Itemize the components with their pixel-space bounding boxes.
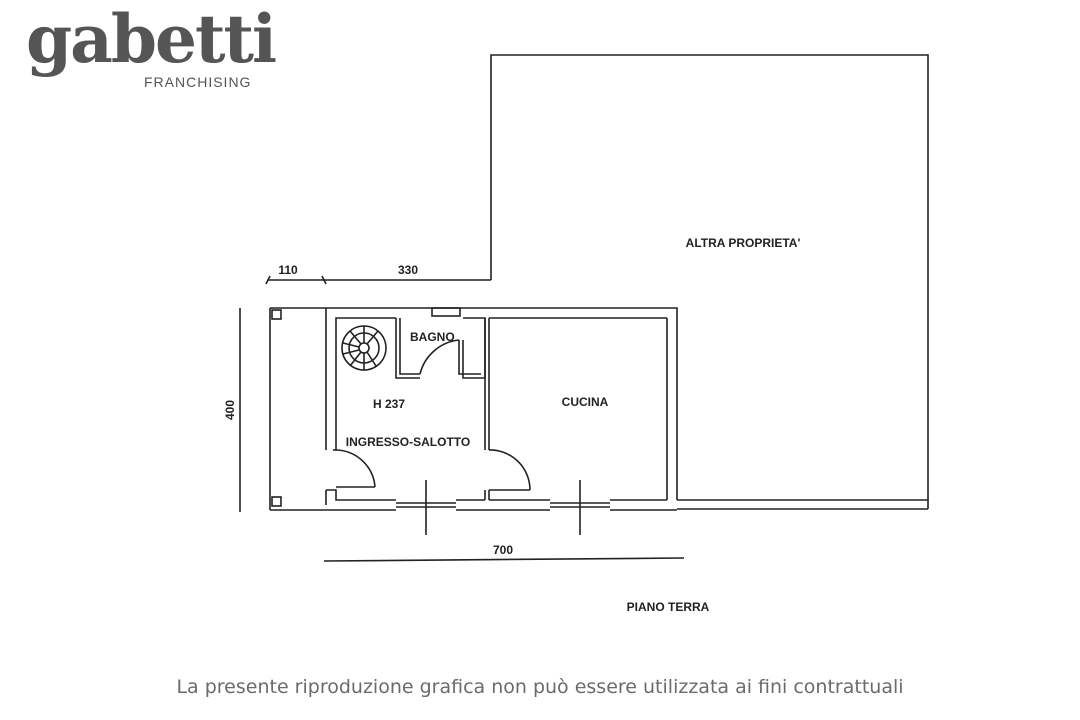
room-label-bagno: BAGNO: [410, 330, 455, 344]
room-label-cucina: CUCINA: [562, 395, 609, 409]
gabetti-logo: gabetti FRANCHISING: [26, 6, 277, 110]
room-label-altra-proprieta: ALTRA PROPRIETA': [686, 236, 801, 250]
dim-bottom: 700: [493, 543, 513, 557]
dim-left-vertical: 400: [223, 400, 237, 420]
dim-top-left: 110: [278, 263, 298, 277]
floor-plan: 110 330 400 700 BAGNO H 237 INGRESSO-SAL…: [223, 54, 929, 614]
door-swing-bagno: [419, 339, 460, 375]
logo-brand: gabetti: [26, 0, 277, 78]
spiral-staircase-icon: [341, 325, 387, 371]
floor-label: PIANO TERRA: [627, 600, 710, 614]
door-swing-entry: [335, 449, 376, 488]
logo-subtitle: FRANCHISING: [144, 74, 252, 90]
dim-top-right: 330: [398, 263, 418, 277]
room-label-ingresso: INGRESSO-SALOTTO: [346, 435, 470, 449]
disclaimer-text: La presente riproduzione grafica non può…: [176, 676, 904, 698]
door-swing-cucina: [488, 449, 531, 491]
altra-proprieta-boundary: [490, 54, 929, 501]
room-height-label: H 237: [373, 397, 405, 411]
